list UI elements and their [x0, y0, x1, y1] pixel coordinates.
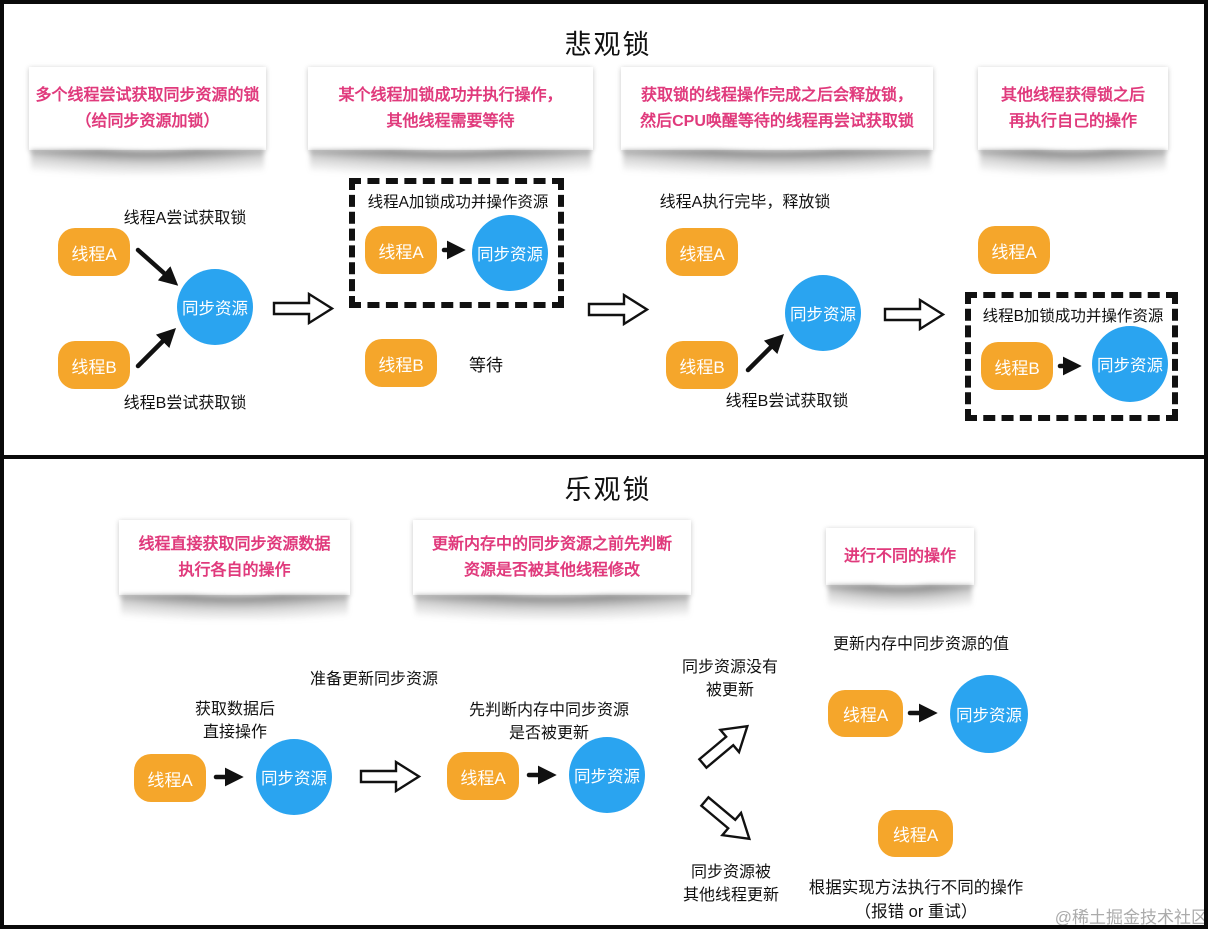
thread-a-box: 线程A — [978, 226, 1050, 274]
step2-box-label: 线程A加锁成功并操作资源 — [367, 194, 549, 211]
thread-a-box: 线程A — [447, 752, 519, 800]
note-card: 多个线程尝试获取同步资源的锁 （给同步资源加锁） — [29, 67, 266, 150]
step2-label: 先判断内存中同步资源 是否被更新 — [468, 702, 629, 743]
thread-b-box: 线程B — [365, 339, 437, 387]
resource-circle: 同步资源 — [785, 275, 861, 351]
section-divider — [4, 455, 1204, 459]
note-card: 某个线程加锁成功并执行操作， 其他线程需要等待 — [308, 67, 593, 150]
wait-label: 等待 — [469, 356, 503, 375]
arrow-icon — [907, 703, 938, 723]
thread-b-box: 线程B — [58, 341, 130, 389]
branch-up-label: 同步资源没有 被更新 — [681, 659, 778, 700]
dashed-group-box — [349, 178, 564, 308]
prep-update-label: 准备更新同步资源 — [309, 671, 438, 688]
thread-a-box: 线程A — [878, 810, 953, 857]
step1-label: 获取数据后 直接操作 — [194, 701, 275, 742]
arrow-icon — [441, 240, 466, 260]
resource-circle: 同步资源 — [177, 269, 253, 345]
note-card: 其他线程获得锁之后 再执行自己的操作 — [978, 67, 1168, 150]
pessimistic-title: 悲观锁 — [564, 30, 652, 60]
dashed-group-box — [965, 292, 1178, 421]
arrow-icon — [213, 767, 244, 787]
step4-box-label: 线程B加锁成功并操作资源 — [982, 308, 1164, 325]
block-arrow-icon — [587, 292, 650, 327]
arrow-icon — [745, 333, 785, 373]
resource-circle: 同步资源 — [256, 739, 332, 815]
resource-circle: 同步资源 — [569, 737, 645, 813]
branch-down-label: 同步资源被 其他线程更新 — [682, 864, 779, 905]
step3-top-label: 线程A执行完毕，释放锁 — [659, 194, 831, 211]
block-arrow-icon — [883, 297, 946, 332]
branch-down-arrow-icon — [699, 795, 752, 841]
step3-label: 更新内存中同步资源的值 — [832, 636, 1009, 653]
watermark: @稀土掘金技术社区 — [1054, 908, 1208, 927]
thread-b-box: 线程B — [666, 341, 738, 389]
step1-top-label: 线程A尝试获取锁 — [123, 210, 247, 227]
thread-a-box: 线程A — [365, 226, 437, 274]
thread-a-box: 线程A — [58, 228, 130, 276]
note-card: 进行不同的操作 — [826, 528, 974, 585]
arrow-icon — [526, 765, 557, 785]
thread-b-box: 线程B — [981, 342, 1053, 390]
step4-caption: 根据实现方法执行不同的操作 （报错 or 重试） — [808, 879, 1024, 921]
thread-a-box: 线程A — [134, 754, 206, 802]
arrow-icon — [135, 247, 179, 286]
step1-bottom-label: 线程B尝试获取锁 — [123, 395, 247, 412]
note-card: 更新内存中的同步资源之前先判断 资源是否被其他线程修改 — [413, 520, 691, 595]
step3-bottom-label: 线程B尝试获取锁 — [725, 393, 849, 410]
optimistic-title: 乐观锁 — [564, 475, 652, 505]
resource-circle: 同步资源 — [1092, 326, 1168, 402]
block-arrow-icon — [272, 291, 335, 326]
arrow-icon — [1057, 356, 1082, 376]
note-card: 获取锁的线程操作完成之后会释放锁， 然后CPU唤醒等待的线程再尝试获取锁 — [621, 67, 933, 150]
arrow-icon — [135, 327, 177, 369]
note-card: 线程直接获取同步资源数据 执行各自的操作 — [119, 520, 350, 595]
thread-a-box: 线程A — [666, 228, 738, 276]
block-arrow-icon — [359, 759, 422, 794]
thread-a-box: 线程A — [828, 690, 903, 737]
resource-circle: 同步资源 — [950, 675, 1028, 753]
resource-circle: 同步资源 — [472, 215, 548, 291]
branch-up-arrow-icon — [697, 724, 750, 770]
